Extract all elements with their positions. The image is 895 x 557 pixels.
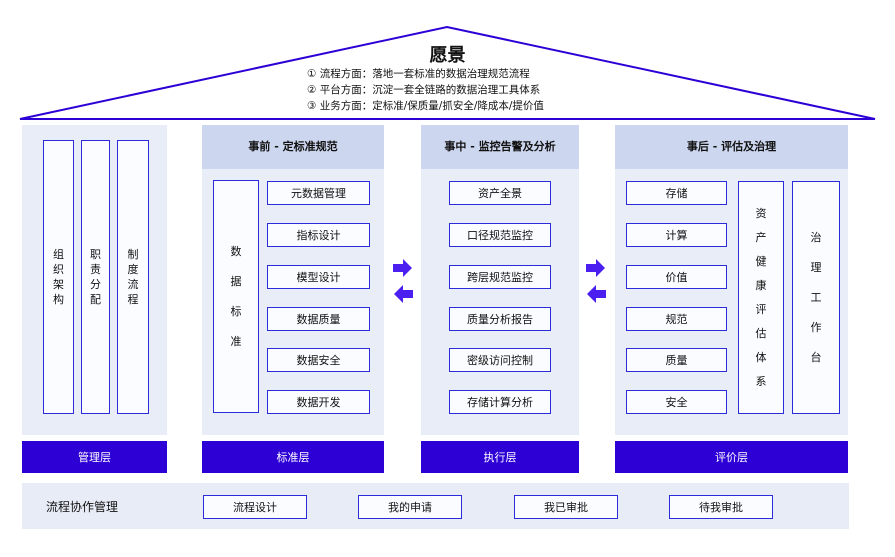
standard-item[interactable]: 数据质量 bbox=[267, 307, 370, 331]
evaluation-header: 事后 - 评估及治理 bbox=[615, 125, 848, 169]
evaluation-item[interactable]: 安全 bbox=[626, 390, 727, 414]
pending-approval-button[interactable]: 待我审批 bbox=[669, 495, 773, 519]
execution-header: 事中 - 监控告警及分析 bbox=[421, 125, 579, 169]
evaluation-item[interactable]: 规范 bbox=[626, 307, 727, 331]
governance-workbench-box: 治理工作台 bbox=[792, 181, 840, 414]
standard-item[interactable]: 模型设计 bbox=[267, 265, 370, 289]
execution-item[interactable]: 质量分析报告 bbox=[449, 307, 551, 331]
approved-by-me-button[interactable]: 我已审批 bbox=[514, 495, 618, 519]
evaluation-item[interactable]: 质量 bbox=[626, 348, 727, 372]
my-application-button[interactable]: 我的申请 bbox=[358, 495, 462, 519]
org-structure-label: 组织架构 bbox=[53, 248, 64, 306]
arrow-pair-1 bbox=[393, 259, 413, 303]
evaluation-layer-bar: 评价层 bbox=[615, 441, 848, 473]
system-process-label: 制度流程 bbox=[127, 248, 139, 306]
data-standard-box: 数据标准 bbox=[213, 180, 259, 413]
evaluation-item[interactable]: 存储 bbox=[626, 181, 727, 205]
vision-line-1: ① 流程方面：落地一套标准的数据治理规范流程 bbox=[307, 68, 530, 80]
execution-item[interactable]: 密级访问控制 bbox=[449, 348, 551, 372]
standard-item[interactable]: 数据安全 bbox=[267, 348, 370, 372]
governance-workbench-label: 治理工作台 bbox=[810, 230, 822, 364]
evaluation-item[interactable]: 价值 bbox=[626, 265, 727, 289]
vision-roof bbox=[19, 25, 876, 120]
duty-allocation-label: 职责分配 bbox=[90, 248, 101, 306]
flow-design-button[interactable]: 流程设计 bbox=[203, 495, 307, 519]
standard-item[interactable]: 指标设计 bbox=[267, 223, 370, 247]
org-structure-box: 组织架构 bbox=[43, 140, 74, 414]
vision-line-3: ③ 业务方面：定标准/保质量/抓安全/降成本/提价值 bbox=[307, 100, 544, 112]
evaluation-item[interactable]: 计算 bbox=[626, 223, 727, 247]
standard-item[interactable]: 元数据管理 bbox=[267, 181, 370, 205]
vision-line-2: ② 平台方面：沉淀一套全链路的数据治理工具体系 bbox=[307, 84, 541, 96]
execution-item[interactable]: 跨层规范监控 bbox=[449, 265, 551, 289]
asset-health-box: 资产健康评估体系 bbox=[738, 181, 784, 414]
system-process-box: 制度流程 bbox=[117, 140, 149, 414]
execution-layer-bar: 执行层 bbox=[421, 441, 579, 473]
execution-item[interactable]: 资产全景 bbox=[449, 181, 551, 205]
arrow-right-icon bbox=[393, 259, 412, 277]
arrow-pair-2 bbox=[586, 259, 606, 303]
execution-item[interactable]: 口径规范监控 bbox=[449, 223, 551, 247]
standard-header: 事前 - 定标准规范 bbox=[202, 125, 384, 169]
data-standard-label: 数据标准 bbox=[230, 244, 242, 348]
arrow-left-icon bbox=[587, 285, 606, 303]
arrow-right-icon bbox=[586, 259, 605, 277]
standard-item[interactable]: 数据开发 bbox=[267, 390, 370, 414]
duty-allocation-box: 职责分配 bbox=[81, 140, 110, 414]
asset-health-label: 资产健康评估体系 bbox=[755, 206, 767, 388]
standard-layer-bar: 标准层 bbox=[202, 441, 384, 473]
execution-item[interactable]: 存储计算分析 bbox=[449, 390, 551, 414]
arrow-left-icon bbox=[394, 285, 413, 303]
vision-title: 愿景 bbox=[429, 45, 466, 66]
flow-collaboration-label: 流程协作管理 bbox=[46, 500, 119, 514]
management-layer-bar: 管理层 bbox=[22, 441, 167, 473]
